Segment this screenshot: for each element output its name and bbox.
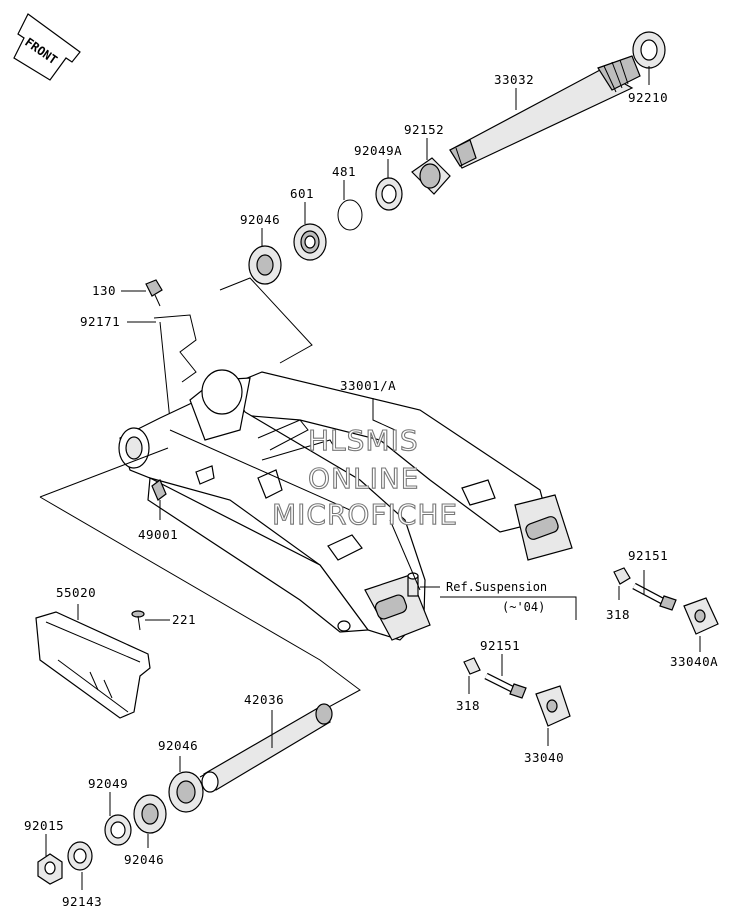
nut-92210 (632, 31, 666, 69)
label-33040: 33040 (524, 750, 564, 765)
label-92049A: 92049A (354, 143, 402, 158)
bearing-92046-top (248, 245, 282, 285)
label-221: 221 (172, 612, 196, 627)
label-92171: 92171 (80, 314, 120, 329)
bearing-92046-mid (168, 771, 204, 813)
swingarm-33001 (118, 369, 573, 641)
label-92015: 92015 (24, 818, 64, 833)
watermark-line3: MICROFICHE (272, 498, 458, 531)
label-92046-top: 92046 (240, 212, 280, 227)
label-55020: 55020 (56, 585, 96, 600)
label-130: 130 (92, 283, 116, 298)
circlip-481 (337, 199, 363, 231)
label-33040A: 33040A (670, 654, 718, 669)
label-42036: 42036 (244, 692, 284, 707)
reference-note: Ref.Suspension (~'04) (440, 580, 577, 620)
label-92151-right: 92151 (628, 548, 668, 563)
label-92046-low: 92046 (124, 852, 164, 867)
label-92210: 92210 (628, 90, 668, 105)
watermark-line2: ONLINE (308, 462, 419, 495)
collar-92143 (67, 841, 93, 871)
grease-fitting (407, 572, 419, 597)
block-33040A (683, 597, 719, 635)
label-92049: 92049 (88, 776, 128, 791)
label-601: 601 (290, 186, 314, 201)
collar-42036 (201, 703, 333, 793)
bolt-92151-right (632, 582, 677, 611)
block-33040 (535, 685, 571, 727)
label-92046-mid: 92046 (158, 738, 198, 753)
screw-221 (131, 610, 145, 631)
label-318-mid: 318 (456, 698, 480, 713)
collar-92152 (411, 157, 451, 195)
nut-92015 (37, 853, 63, 885)
label-481: 481 (332, 164, 356, 179)
nut-318-right (613, 567, 631, 585)
bearing-92046-low (133, 794, 167, 834)
front-arrow-icon: FRONT (13, 13, 81, 81)
bolt-92151-mid (484, 672, 527, 699)
label-33032: 33032 (494, 72, 534, 87)
seal-92049A (375, 177, 403, 211)
clip-49001 (151, 479, 167, 501)
watermark-line1: HLSMIS (308, 424, 419, 457)
label-92151-mid: 92151 (480, 638, 520, 653)
label-49001: 49001 (138, 527, 178, 542)
label-318-right: 318 (606, 607, 630, 622)
label-92152: 92152 (404, 122, 444, 137)
chain-guard-55020 (35, 611, 151, 719)
label-33001A: 33001/A (340, 378, 396, 393)
bolt-130 (145, 279, 163, 307)
axle-33032 (449, 55, 641, 169)
watermark: HLSMIS ONLINE MICROFICHE (271, 423, 458, 531)
label-92143: 92143 (62, 894, 102, 909)
leader-lines (45, 66, 701, 890)
seal-92049 (104, 814, 132, 846)
bearing-601 (293, 223, 327, 261)
reference-note-line2: (~'04) (502, 600, 545, 614)
reference-note-line1: Ref.Suspension (446, 580, 547, 594)
nut-318-mid (463, 657, 481, 675)
